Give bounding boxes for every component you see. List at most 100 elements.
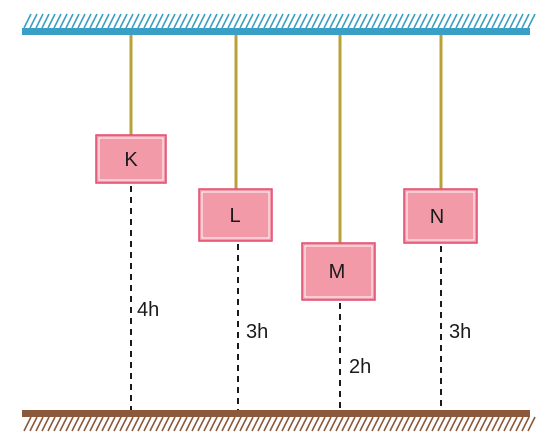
hatch-mark <box>233 416 242 432</box>
hatch-mark <box>521 416 530 432</box>
ground-hatch <box>23 416 536 432</box>
hatch-mark <box>89 416 98 432</box>
hatch-mark <box>503 13 512 29</box>
hatch-mark <box>245 13 254 29</box>
block-k-height-label: 4h <box>137 299 159 321</box>
hatch-mark <box>335 416 344 432</box>
hatch-mark <box>293 416 302 432</box>
hatch-mark <box>473 13 482 29</box>
hatch-mark <box>251 416 260 432</box>
hatch-mark <box>59 416 68 432</box>
hatch-mark <box>347 13 356 29</box>
hatch-mark <box>311 13 320 29</box>
hatch-mark <box>407 416 416 432</box>
hatch-mark <box>491 13 500 29</box>
block-n <box>403 188 478 244</box>
hatch-mark <box>215 416 224 432</box>
hatch-mark <box>353 416 362 432</box>
hatch-mark <box>383 13 392 29</box>
ceiling-hatch <box>23 13 536 29</box>
hatch-mark <box>257 416 266 432</box>
hatch-mark <box>497 13 506 29</box>
hatch-mark <box>155 13 164 29</box>
hatch-mark <box>197 13 206 29</box>
block-l <box>198 188 273 242</box>
hatch-mark <box>119 13 128 29</box>
hatch-mark <box>227 416 236 432</box>
hatch-mark <box>467 416 476 432</box>
hatch-mark <box>209 13 218 29</box>
hatch-mark <box>329 13 338 29</box>
hatch-mark <box>503 416 512 432</box>
hatch-mark <box>269 416 278 432</box>
hatch-mark <box>395 13 404 29</box>
hatch-mark <box>359 13 368 29</box>
hatch-mark <box>71 416 80 432</box>
hatch-mark <box>41 416 50 432</box>
hatch-mark <box>365 13 374 29</box>
hatch-mark <box>341 416 350 432</box>
hatch-mark <box>431 13 440 29</box>
hatch-mark <box>29 13 38 29</box>
hatch-mark <box>317 13 326 29</box>
hatch-mark <box>425 13 434 29</box>
hatch-mark <box>305 13 314 29</box>
hatch-mark <box>221 13 230 29</box>
hatch-mark <box>125 416 134 432</box>
block-l-inner-border <box>201 191 270 239</box>
hatch-mark <box>23 416 32 432</box>
hatch-mark <box>203 416 212 432</box>
hatch-mark <box>95 13 104 29</box>
hatch-mark <box>185 416 194 432</box>
hatch-mark <box>323 416 332 432</box>
hatch-mark <box>485 416 494 432</box>
hatch-mark <box>191 416 200 432</box>
hatch-mark <box>401 416 410 432</box>
hatch-mark <box>149 416 158 432</box>
hatch-mark <box>389 416 398 432</box>
hatch-mark <box>275 416 284 432</box>
block-n-assembly: N 3h <box>403 35 478 410</box>
block-k <box>95 134 167 184</box>
hatch-mark <box>107 416 116 432</box>
hatch-mark <box>473 416 482 432</box>
hatch-mark <box>65 13 74 29</box>
hatch-mark <box>431 416 440 432</box>
hatch-mark <box>479 416 488 432</box>
hatch-mark <box>299 13 308 29</box>
hatch-mark <box>245 416 254 432</box>
hatch-mark <box>233 13 242 29</box>
hatch-mark <box>317 416 326 432</box>
block-m-label: M <box>329 261 346 283</box>
hatch-mark <box>437 416 446 432</box>
hatch-mark <box>413 416 422 432</box>
hatch-mark <box>299 416 308 432</box>
hatch-mark <box>191 13 200 29</box>
hatch-mark <box>287 416 296 432</box>
hatch-mark <box>173 13 182 29</box>
hatch-mark <box>443 13 452 29</box>
hatch-mark <box>347 416 356 432</box>
hatch-mark <box>137 416 146 432</box>
hatch-mark <box>23 13 32 29</box>
block-m-inner-border <box>304 245 373 298</box>
hatch-mark <box>293 13 302 29</box>
hatch-mark <box>413 13 422 29</box>
hatch-mark <box>467 13 476 29</box>
hatch-mark <box>305 416 314 432</box>
hatch-mark <box>407 13 416 29</box>
hatch-mark <box>437 13 446 29</box>
hatch-mark <box>401 13 410 29</box>
ceiling-bar <box>22 28 530 35</box>
block-k-assembly: K 4h <box>95 35 167 410</box>
hatch-mark <box>341 13 350 29</box>
hatch-mark <box>209 416 218 432</box>
hatch-mark <box>353 13 362 29</box>
block-m-assembly: M 2h <box>301 35 376 410</box>
hatch-mark <box>149 13 158 29</box>
hatch-mark <box>281 416 290 432</box>
hatch-mark <box>161 416 170 432</box>
hatch-mark <box>335 13 344 29</box>
hatch-mark <box>257 13 266 29</box>
hatch-mark <box>89 13 98 29</box>
